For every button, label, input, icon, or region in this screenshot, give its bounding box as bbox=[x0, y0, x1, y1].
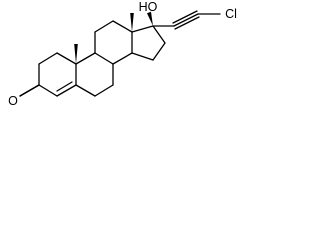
bond-c10-c9 bbox=[75, 52, 96, 65]
ring-d bbox=[131, 25, 166, 61]
bond-c7-c6 bbox=[94, 84, 114, 97]
ring-a bbox=[19, 52, 77, 97]
bond-c4-c3-a bbox=[56, 84, 77, 97]
bond-c9-c8 bbox=[94, 52, 114, 65]
bond-c15-c16 bbox=[152, 42, 166, 61]
bond-c12-c13 bbox=[112, 20, 133, 33]
ring-b bbox=[75, 52, 114, 97]
triple-bond-lower bbox=[174, 16, 200, 30]
triple-bond-center bbox=[173, 13, 199, 27]
ring-c bbox=[94, 20, 133, 65]
bond-c16-c17 bbox=[152, 25, 166, 44]
hydroxyl-label: HO bbox=[139, 0, 158, 14]
methyl-c10-wedge bbox=[74, 44, 78, 64]
bond-co-link bbox=[19, 84, 40, 97]
bond-c14-c15 bbox=[131, 52, 154, 61]
bond-c11-c12 bbox=[94, 20, 114, 33]
steroid-structure-diagram: O HO Cl bbox=[8, 0, 237, 108]
triple-bond-upper bbox=[172, 10, 198, 24]
bond-c4-c3-double bbox=[56, 81, 73, 92]
chloroethynyl-group bbox=[152, 10, 221, 30]
bond-c6-c5 bbox=[75, 84, 96, 97]
bond-c10-c5 bbox=[56, 52, 77, 65]
methyl-c13-wedge bbox=[130, 13, 134, 32]
bond-c1-c10 bbox=[38, 52, 58, 65]
bond-c17-c13 bbox=[131, 25, 154, 33]
bond-c14-c8 bbox=[112, 52, 133, 65]
ketone-group bbox=[19, 84, 40, 97]
chlorine-label: Cl bbox=[225, 7, 237, 21]
oxygen-ketone-label: O bbox=[8, 94, 18, 108]
hydroxyl-wedge bbox=[147, 11, 153, 26]
bond-c4-c3 bbox=[38, 84, 58, 97]
